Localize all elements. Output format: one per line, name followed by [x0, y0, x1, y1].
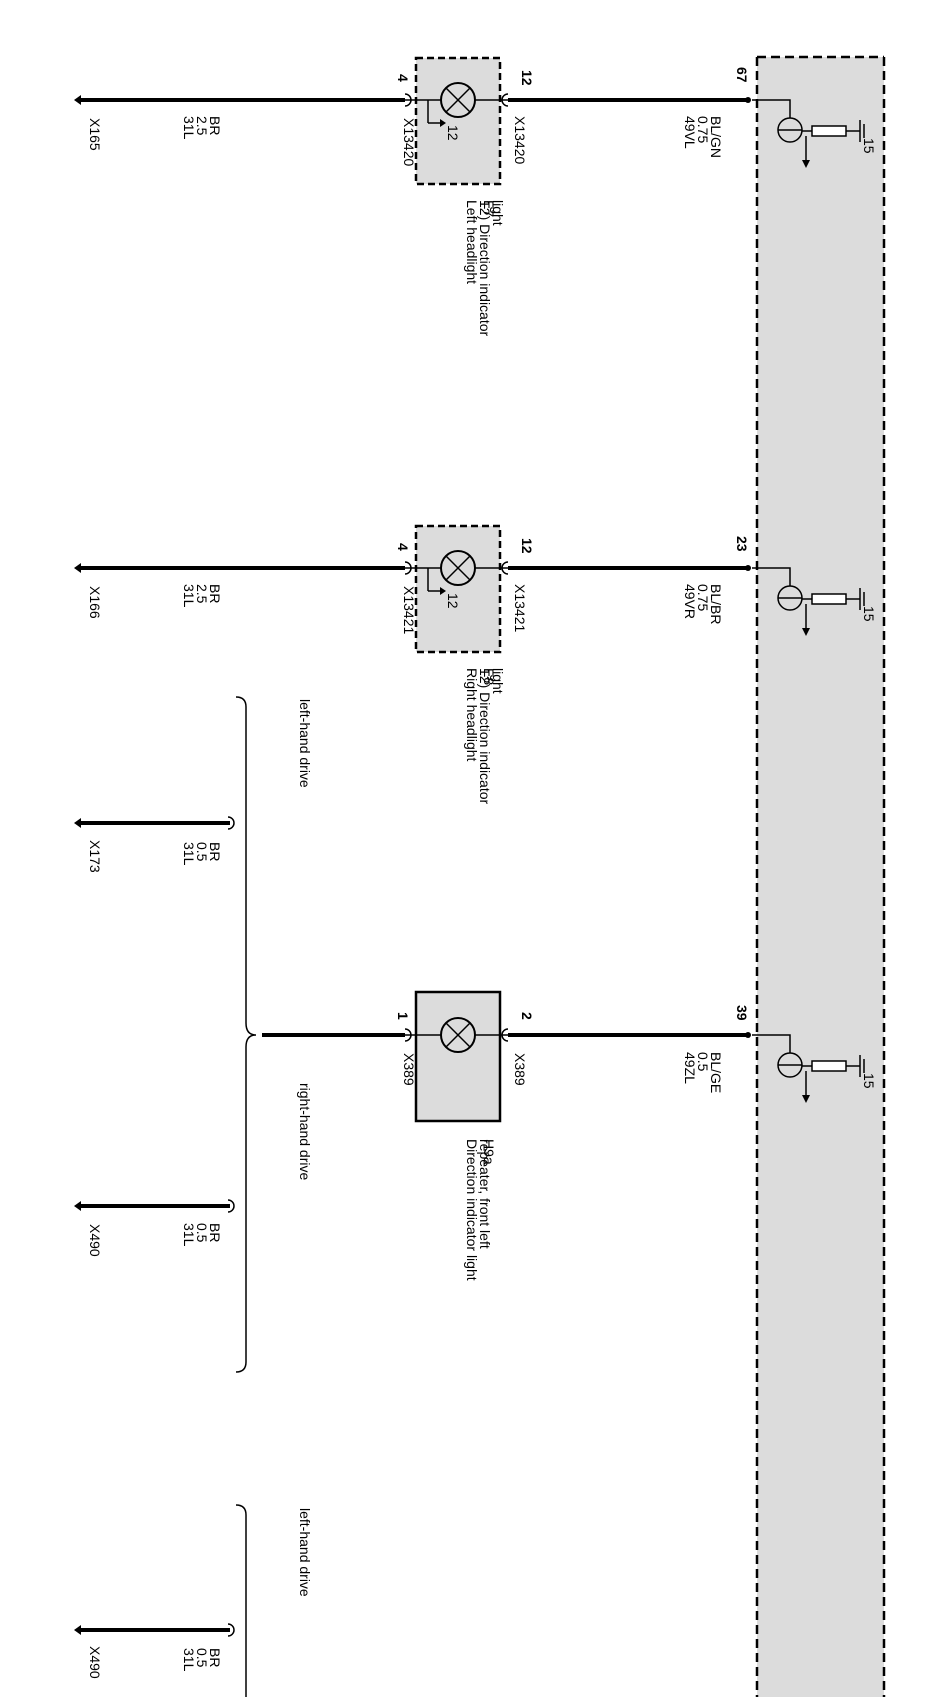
e7-pin-b: 12 [519, 70, 535, 86]
variant-brace-2 [235, 1504, 247, 1697]
e7-module-ref: 15 [861, 138, 877, 154]
h9a-id: H9a [481, 1139, 497, 1165]
e8-box [416, 526, 500, 652]
variant-group-2: left-hand drive 31L 0.5 BR X490 [74, 1504, 313, 1697]
variant-3-label: left-hand drive [297, 1508, 313, 1597]
e8-lamp-number: 12 [445, 593, 461, 609]
e8-supply-wire-label: 49VR 0.75 BL/BR [682, 584, 724, 624]
variant-1-wire-label: 31L 0.5 BR [181, 842, 223, 869]
h9a-box [414, 990, 502, 1123]
component-e8: 4 12 X13421 X13421 12 23 15 49VR 0.75 BL… [74, 524, 877, 808]
e7-id: E7 [481, 200, 497, 217]
e8-id: E8 [481, 668, 497, 685]
variant-2-wire-label: 31L 0.5 BR [181, 1223, 223, 1250]
e8-pin-a: 4 [395, 543, 411, 551]
e7-box [416, 58, 500, 184]
h9a-module-ref: 15 [861, 1073, 877, 1089]
component-e7: 4 12 X13420 X13420 12 67 15 49VL 0.75 BL… [74, 56, 877, 340]
e8-name: Right headlight 12) Direction indicator … [464, 668, 506, 808]
e7-ground-arrow [74, 95, 81, 105]
e8-ground-point: X166 [87, 586, 103, 619]
e7-pin-a: 4 [395, 74, 411, 82]
e8-connector-a: X13421 [401, 586, 417, 634]
h9a-connector-b: X389 [512, 1053, 528, 1086]
h9a-connector-a: X389 [401, 1053, 417, 1086]
variant-2-label: right-hand drive [297, 1083, 313, 1180]
e7-lamp-number: 12 [445, 125, 461, 141]
e8-connector-b: X13421 [512, 584, 528, 632]
e8-ground-wire-label: 31L 2.5 BR [181, 584, 223, 611]
variant-1-ground-point: X173 [87, 840, 103, 873]
e7-ground-wire-label: 31L 2.5 BR [181, 116, 223, 143]
variant-3-ground-point: X490 [87, 1646, 103, 1679]
h9a-name: Direction indicator light repeater, fron… [464, 1139, 493, 1285]
variant-2-ground-point: X490 [87, 1224, 103, 1257]
e7-resistor-icon [811, 125, 847, 137]
e7-name: Left headlight 12) Direction indicator l… [464, 200, 506, 340]
e7-module-pin: 67 [734, 67, 750, 83]
h9a-supply-wire-label: 49ZL 0.5 BL/GE [682, 1052, 724, 1093]
variant-group-1: left-hand drive 31L 0.5 BR X173 right-ha… [74, 696, 313, 1373]
e8-pin-b: 12 [519, 538, 535, 554]
h9a-pin-a: 1 [395, 1012, 411, 1020]
variant-3-wire-label: 31L 0.5 BR [181, 1648, 223, 1675]
e8-module-ref: 15 [861, 606, 877, 622]
component-h9a: 1 2 X389 X389 39 15 49ZL 0.5 BL/GE H9a D… [262, 990, 877, 1285]
e8-resistor-icon [811, 593, 847, 605]
variant-2-ground-arrow [74, 1201, 81, 1211]
h9a-module-pin: 39 [734, 1005, 750, 1021]
e7-connector-a: X13420 [401, 118, 417, 166]
e7-connector-b: X13420 [512, 116, 528, 164]
variant-brace-1 [235, 696, 257, 1373]
variant-1-ground-arrow [74, 818, 81, 828]
e7-ground-point: X165 [87, 118, 103, 151]
variant-1-label: left-hand drive [297, 699, 313, 788]
e8-module-pin: 23 [734, 536, 750, 552]
h9a-resistor-icon [811, 1060, 847, 1072]
e7-supply-wire-label: 49VL 0.75 BL/GN [682, 116, 724, 158]
e8-ground-arrow [74, 563, 81, 573]
variant-3-ground-arrow [74, 1625, 81, 1635]
control-module [755, 55, 886, 1702]
h9a-pin-b: 2 [519, 1012, 535, 1020]
